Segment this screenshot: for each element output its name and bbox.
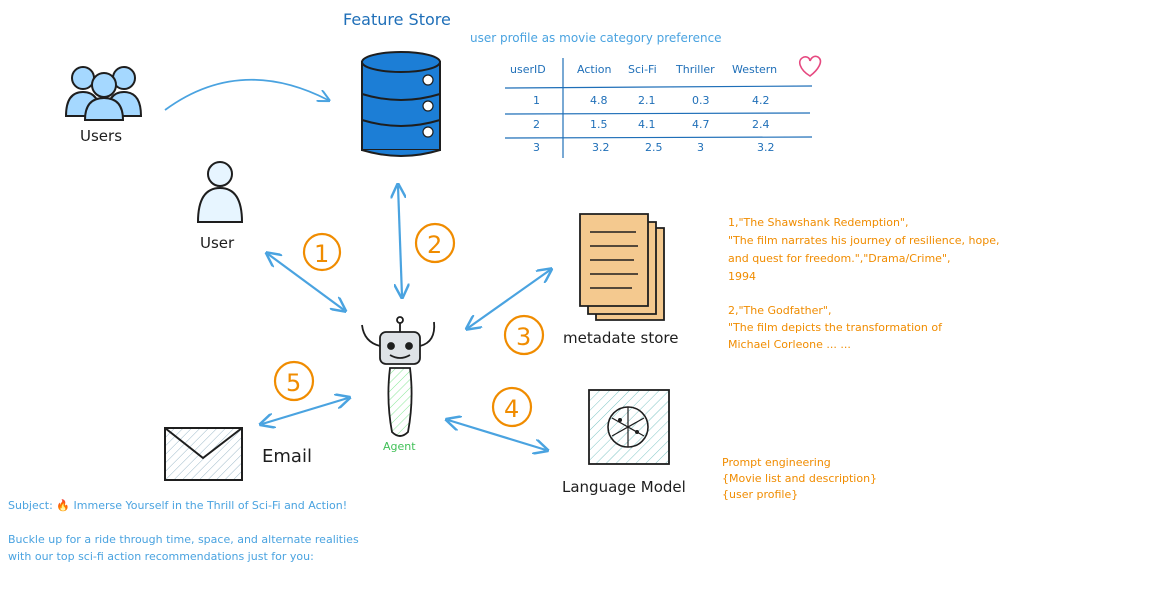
table-cell: 3.2 bbox=[757, 141, 775, 154]
heart-icon bbox=[798, 55, 822, 77]
table-cell: 4.7 bbox=[692, 118, 710, 131]
metadata-line: Michael Corleone ... ... bbox=[728, 338, 851, 351]
table-cell: 4.2 bbox=[752, 94, 770, 107]
step-3: 3 bbox=[503, 314, 545, 356]
metadata-line: "The film narrates his journey of resili… bbox=[728, 234, 999, 247]
table-cell: 2.5 bbox=[645, 141, 663, 154]
table-cell: 3.2 bbox=[592, 141, 610, 154]
step-4-number: 4 bbox=[504, 395, 519, 423]
llm-agent-arrow bbox=[448, 420, 546, 450]
user-label: User bbox=[200, 234, 235, 252]
users-label: Users bbox=[80, 127, 122, 145]
step-2-number: 2 bbox=[427, 231, 442, 259]
table-header-western: Western bbox=[732, 63, 777, 76]
table-cell: 4.1 bbox=[638, 118, 656, 131]
email-body-line: with our top sci-fi action recommendatio… bbox=[8, 550, 314, 563]
step-2: 2 bbox=[414, 222, 456, 264]
users-to-store-arrow bbox=[164, 78, 328, 111]
email-sample: Subject: 🔥 Immerse Yourself in the Thril… bbox=[8, 499, 359, 563]
feature-table: userID Action Sci-Fi Thriller Western 1 … bbox=[510, 63, 777, 154]
brain-chip-icon bbox=[588, 389, 670, 465]
prompt-line: {Movie list and description} bbox=[722, 472, 877, 485]
user-agent-arrow bbox=[268, 254, 344, 310]
database-icon bbox=[361, 51, 441, 157]
step-1-number: 1 bbox=[314, 240, 329, 268]
email-body-line: Buckle up for a ride through time, space… bbox=[8, 533, 359, 546]
step-5: 5 bbox=[273, 360, 315, 402]
table-header-userid: userID bbox=[510, 63, 546, 76]
table-cell: 0.3 bbox=[692, 94, 710, 107]
feature-store-subtitle: user profile as movie category preferenc… bbox=[470, 31, 722, 45]
table-cell: 2.4 bbox=[752, 118, 770, 131]
documents-icon bbox=[579, 213, 665, 321]
table-lines bbox=[504, 58, 813, 158]
metadata-line: and quest for freedom.","Drama/Crime", bbox=[728, 252, 951, 265]
users-icon bbox=[64, 66, 143, 121]
feature-store-title: Feature Store bbox=[343, 10, 451, 29]
email-subject: Subject: 🔥 Immerse Yourself in the Thril… bbox=[8, 499, 347, 512]
table-header-scifi: Sci-Fi bbox=[628, 63, 657, 76]
table-cell: 2.1 bbox=[638, 94, 656, 107]
store-agent-arrow bbox=[398, 186, 402, 296]
step-5-number: 5 bbox=[286, 369, 301, 397]
metadata-line: 1,"The Shawshank Redemption", bbox=[728, 216, 908, 229]
envelope-icon bbox=[164, 427, 243, 481]
metadata-line: 1994 bbox=[728, 270, 756, 283]
metadata-line: 2,"The Godfather", bbox=[728, 304, 832, 317]
step-4: 4 bbox=[491, 386, 533, 428]
table-header-thriller: Thriller bbox=[675, 63, 715, 76]
metadata-agent-arrow bbox=[468, 270, 550, 328]
agent-label: Agent bbox=[383, 440, 416, 453]
metadata-line: "The film depicts the transformation of bbox=[728, 321, 943, 334]
prompt-line: Prompt engineering bbox=[722, 456, 831, 469]
step-1: 1 bbox=[302, 232, 342, 272]
step-3-number: 3 bbox=[516, 323, 531, 351]
table-cell: 3 bbox=[533, 141, 540, 154]
table-cell: 1.5 bbox=[590, 118, 608, 131]
table-cell: 4.8 bbox=[590, 94, 608, 107]
user-icon bbox=[196, 161, 244, 223]
prompt-sample: Prompt engineering {Movie list and descr… bbox=[722, 456, 877, 501]
table-cell: 1 bbox=[533, 94, 540, 107]
table-cell: 3 bbox=[697, 141, 704, 154]
email-agent-arrow bbox=[262, 398, 348, 424]
language-model-label: Language Model bbox=[562, 478, 686, 496]
table-cell: 2 bbox=[533, 118, 540, 131]
table-header-action: Action bbox=[577, 63, 611, 76]
prompt-line: {user profile} bbox=[722, 488, 798, 501]
email-label: Email bbox=[262, 446, 312, 467]
robot-icon bbox=[361, 316, 436, 437]
metadata-store-label: metadate store bbox=[563, 329, 678, 347]
metadata-sample: 1,"The Shawshank Redemption", "The film … bbox=[728, 216, 999, 351]
